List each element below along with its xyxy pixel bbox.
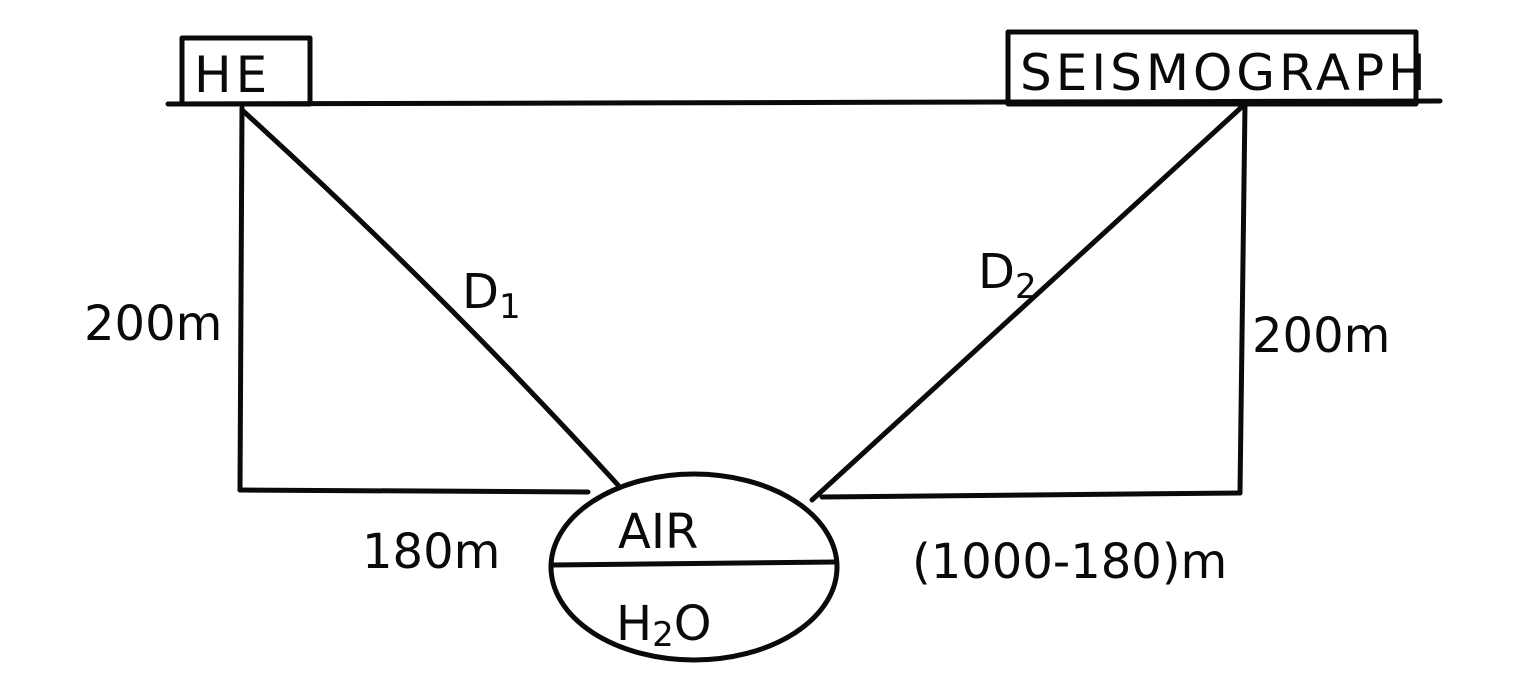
right-bottom-line [819,490,1243,500]
bubble-water-h: H [616,596,652,652]
bubble-air-label: AIR [618,504,698,560]
receiver-label: SEISMOGRAPH [1020,44,1430,102]
path-label-d2-letter: D [978,244,1015,300]
ray-path-d2 [809,101,1248,503]
depth-right-label: 200m [1252,308,1390,364]
source-label: HE [194,46,271,104]
path-label-d2-subscript: 2 [1015,267,1037,307]
ray-path-d1 [239,107,621,488]
receiver-box [1005,29,1419,107]
depth-left-label: 200m [84,296,222,352]
path-label-d1-letter: D [462,264,499,320]
left-bottom-line [237,487,591,495]
source-box [179,35,313,107]
bubble-water-subscript: 2 [652,615,674,655]
horizontal-left-label: 180m [362,524,500,580]
horizontal-right-label: (1000-180)m [912,534,1227,590]
path-label-d1-subscript: 1 [499,287,521,327]
path-label-d1: D1 [462,264,521,327]
left-depth-line [237,105,245,493]
path-label-d2: D2 [978,244,1037,307]
bubble-interface-line [549,559,839,568]
bubble-water-label: H2O [616,596,712,655]
bubble-water-o: O [674,596,712,652]
right-depth-line [1237,101,1248,496]
